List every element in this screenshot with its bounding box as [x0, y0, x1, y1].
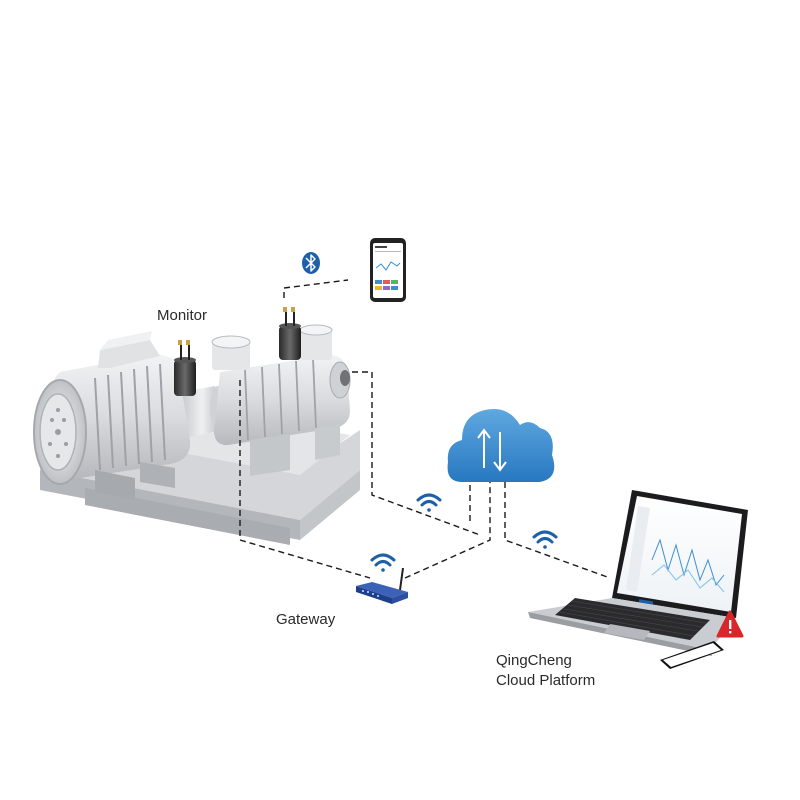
router-icon: [356, 567, 408, 604]
laptop-icon: [528, 490, 748, 656]
wifi-icon: [370, 553, 396, 572]
cloud-platform-label-line1: QingCheng: [496, 652, 572, 669]
wifi-icon: [416, 493, 442, 512]
gateway-label: Gateway: [276, 611, 336, 628]
smartphone-icon: [370, 238, 406, 302]
bluetooth-icon: [302, 252, 320, 274]
monitor-label: Monitor: [157, 307, 208, 324]
warning-triangle-icon: [716, 610, 744, 638]
smartphone-icon: [660, 641, 724, 669]
wifi-icon: [532, 530, 558, 549]
cloud-upload-download-icon: [447, 409, 555, 482]
pump-icon: [33, 324, 360, 545]
connection-lines: [239, 279, 611, 579]
vibration-sensor-icon: [174, 340, 196, 396]
cloud-platform-label-line2: Cloud Platform: [496, 672, 596, 689]
vibration-sensor-icon: [279, 307, 301, 360]
